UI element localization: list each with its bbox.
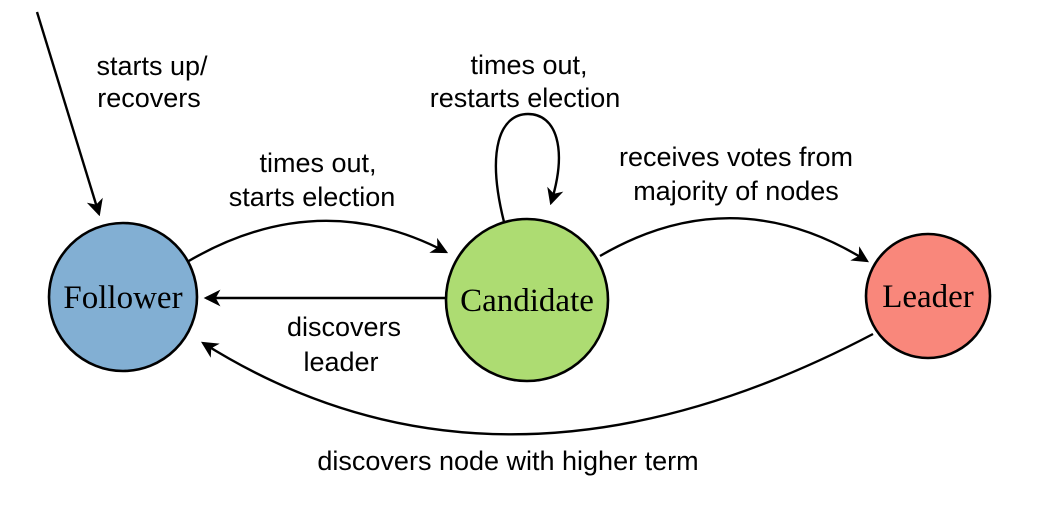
leader-to-follower-label: discovers node with higher term (317, 446, 698, 476)
state-candidate-circle (444, 217, 610, 383)
candidate-self-label-line2: restarts election (430, 83, 621, 113)
state-leader-circle (864, 232, 992, 360)
edge-leader-to-follower-arrow (201, 332, 874, 436)
candidate-to-follower-label-line1: discovers (287, 312, 401, 342)
candidate-to-follower-label-line2: leader (303, 347, 378, 377)
state-candidate-label: Candidate (460, 283, 594, 319)
follower-to-candidate-label-line2: starts election (229, 182, 396, 212)
edge-follower-to-candidate-arrow (186, 219, 449, 264)
state-follower-circle (47, 221, 199, 373)
state-follower-label: Follower (63, 280, 182, 316)
follower-to-candidate-label-line1: times out, (259, 148, 376, 178)
state-leader-label: Leader (882, 279, 974, 315)
edge-candidate-self-loop-arrow (494, 112, 564, 223)
candidate-to-leader-label-line1: receives votes from (619, 142, 853, 172)
candidate-to-leader-label-line2: majority of nodes (633, 176, 839, 206)
edge-candidate-to-leader-arrow (599, 217, 869, 263)
startup-label-line1: starts up/ (96, 51, 208, 81)
edge-startup-arrow (35, 11, 103, 217)
startup-label-line2: recovers (97, 83, 201, 113)
candidate-self-label-line1: times out, (470, 50, 587, 80)
